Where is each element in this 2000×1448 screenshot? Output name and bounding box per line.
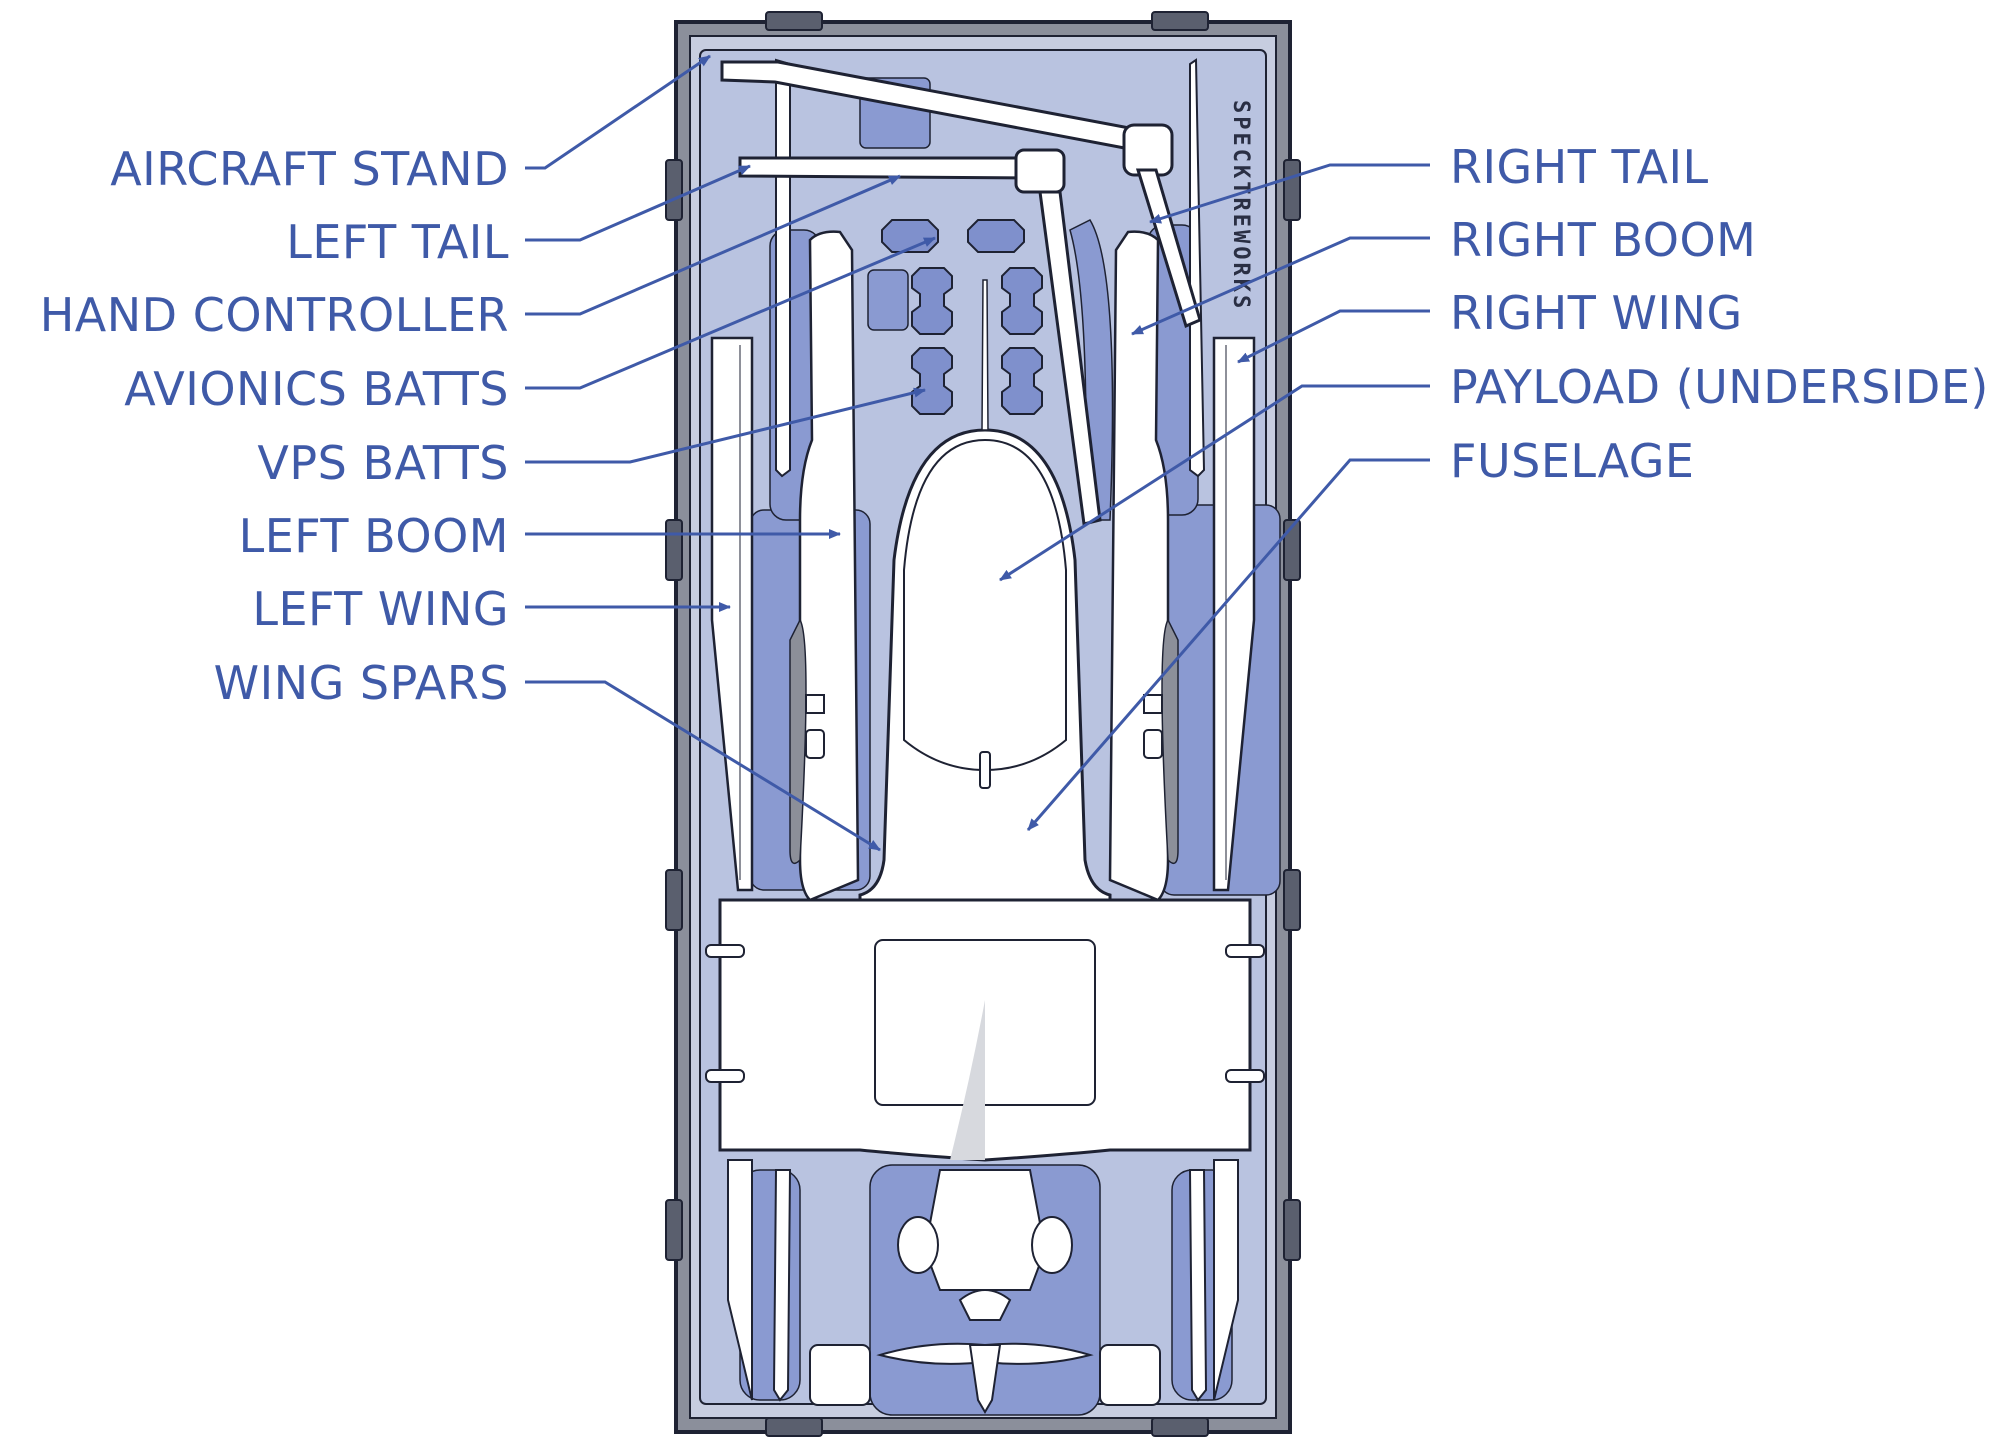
label-left-tail: LEFT TAIL bbox=[286, 215, 509, 269]
motor-assembly bbox=[809, 1169, 1161, 1414]
label-right-boom: RIGHT BOOM bbox=[1450, 213, 1756, 267]
label-vps-batts: VPS BATTS bbox=[257, 436, 509, 490]
brand-text: SPECKTREWORKS bbox=[1228, 100, 1253, 311]
label-wing-spars: WING SPARS bbox=[214, 656, 509, 710]
labels-right: RIGHT TAIL RIGHT BOOM RIGHT WING PAYLOAD… bbox=[1450, 140, 1989, 488]
tail-boom-bar bbox=[738, 148, 1102, 526]
left-wing-part bbox=[710, 336, 754, 1401]
label-left-boom: LEFT BOOM bbox=[239, 509, 509, 563]
label-payload-underside: PAYLOAD (UNDERSIDE) bbox=[1450, 360, 1989, 414]
label-hand-controller: HAND CONTROLLER bbox=[40, 288, 509, 342]
label-aircraft-stand: AIRCRAFT STAND bbox=[110, 142, 509, 196]
leader-lines-left bbox=[525, 54, 936, 852]
labels-left: AIRCRAFT STAND LEFT TAIL HAND CONTROLLER… bbox=[40, 142, 509, 710]
propeller-blades bbox=[772, 58, 1208, 1402]
leader-lines-right bbox=[999, 163, 1430, 831]
label-right-wing: RIGHT WING bbox=[1450, 286, 1743, 340]
battery-pockets bbox=[881, 219, 1043, 415]
center-wing-section bbox=[705, 898, 1265, 1162]
label-fuselage: FUSELAGE bbox=[1450, 434, 1694, 488]
label-left-wing: LEFT WING bbox=[252, 582, 509, 636]
right-wing-part bbox=[1212, 336, 1256, 1401]
right-boom-part bbox=[1108, 230, 1179, 902]
aircraft-stand-part bbox=[720, 60, 1202, 329]
label-right-tail: RIGHT TAIL bbox=[1450, 140, 1709, 194]
label-avionics-batts: AVIONICS BATTS bbox=[124, 362, 509, 416]
